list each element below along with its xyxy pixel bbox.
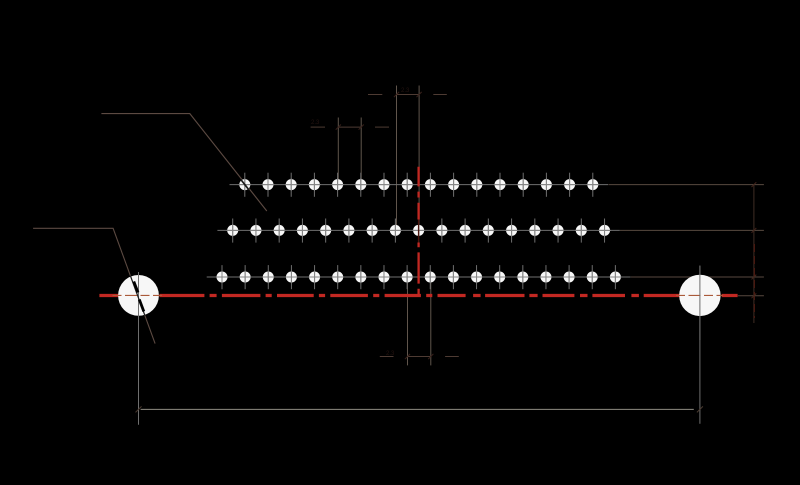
svg-text:2.3: 2.3 [386, 351, 395, 357]
svg-text:2.3: 2.3 [401, 88, 410, 94]
svg-text:2.3: 2.3 [311, 120, 320, 126]
